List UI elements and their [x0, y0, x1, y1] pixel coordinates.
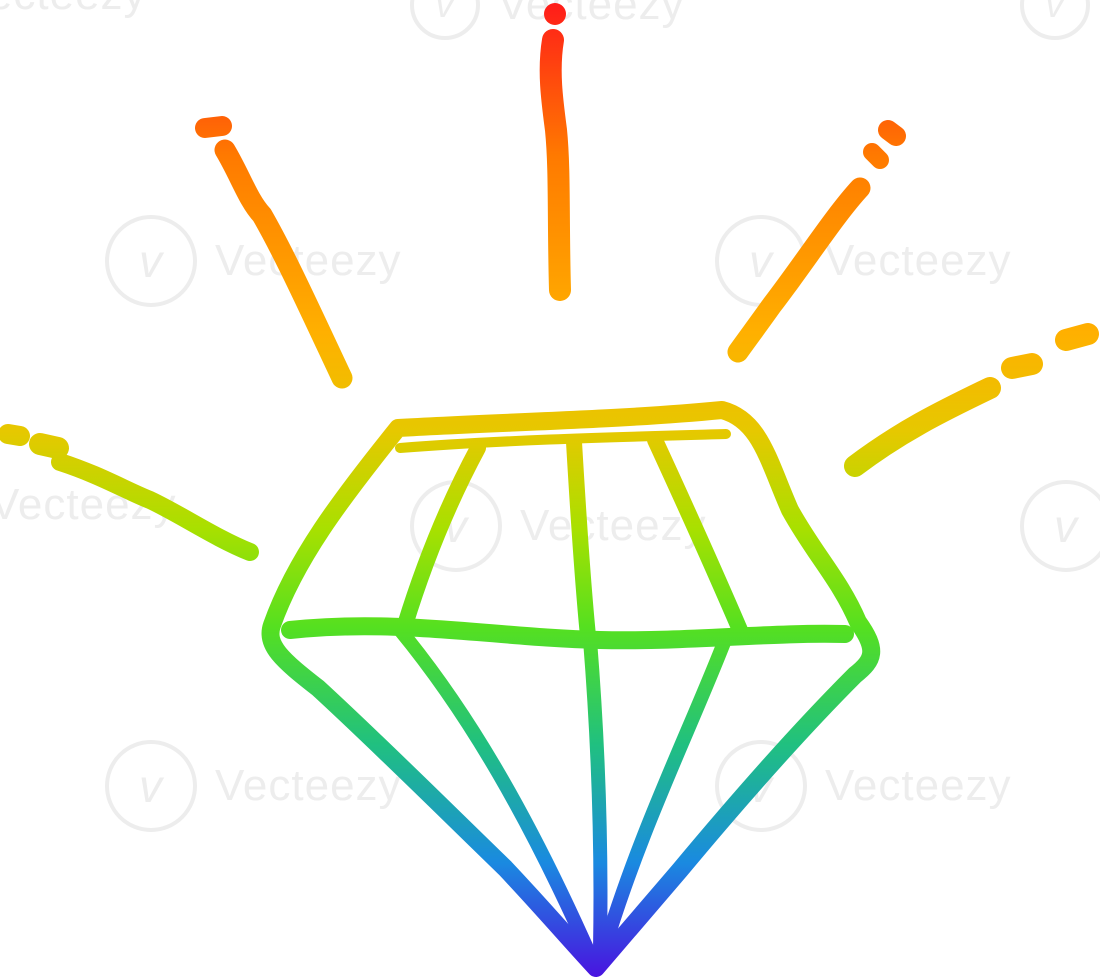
sparkle-ray-right	[844, 323, 1099, 477]
diamond-crown-band	[395, 429, 731, 453]
diamond-crown-facets	[397, 432, 748, 644]
diamond-pavilion-facets	[393, 623, 732, 962]
sparkle-ray-upper-left	[195, 116, 353, 389]
sparkle-ray-left	[0, 424, 259, 561]
sparkle-ray-top	[539, 3, 571, 301]
diamond-outline	[261, 401, 881, 977]
sparkle-ray-upper-right	[727, 120, 906, 363]
diamond-girdle	[281, 617, 854, 650]
